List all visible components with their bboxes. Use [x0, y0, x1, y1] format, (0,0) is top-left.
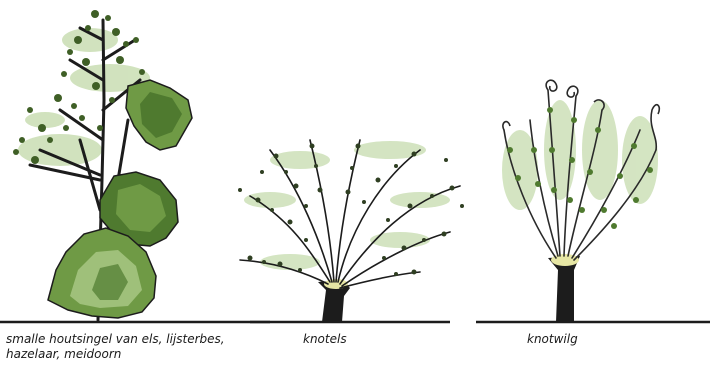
caption-hedgerow: smalle houtsingel van els, lijsterbes, h… [6, 332, 225, 362]
caption-hedgerow-line1: smalle houtsingel van els, lijsterbes, [6, 332, 225, 347]
hedgerow-illustration [0, 10, 270, 322]
knotwilg-illustration [476, 80, 710, 322]
caption-hedgerow-line2: hazelaar, meidoorn [6, 347, 225, 362]
knotels-illustration [238, 140, 464, 322]
caption-knotels: knotels [303, 332, 347, 347]
caption-knotwilg: knotwilg [527, 332, 578, 347]
